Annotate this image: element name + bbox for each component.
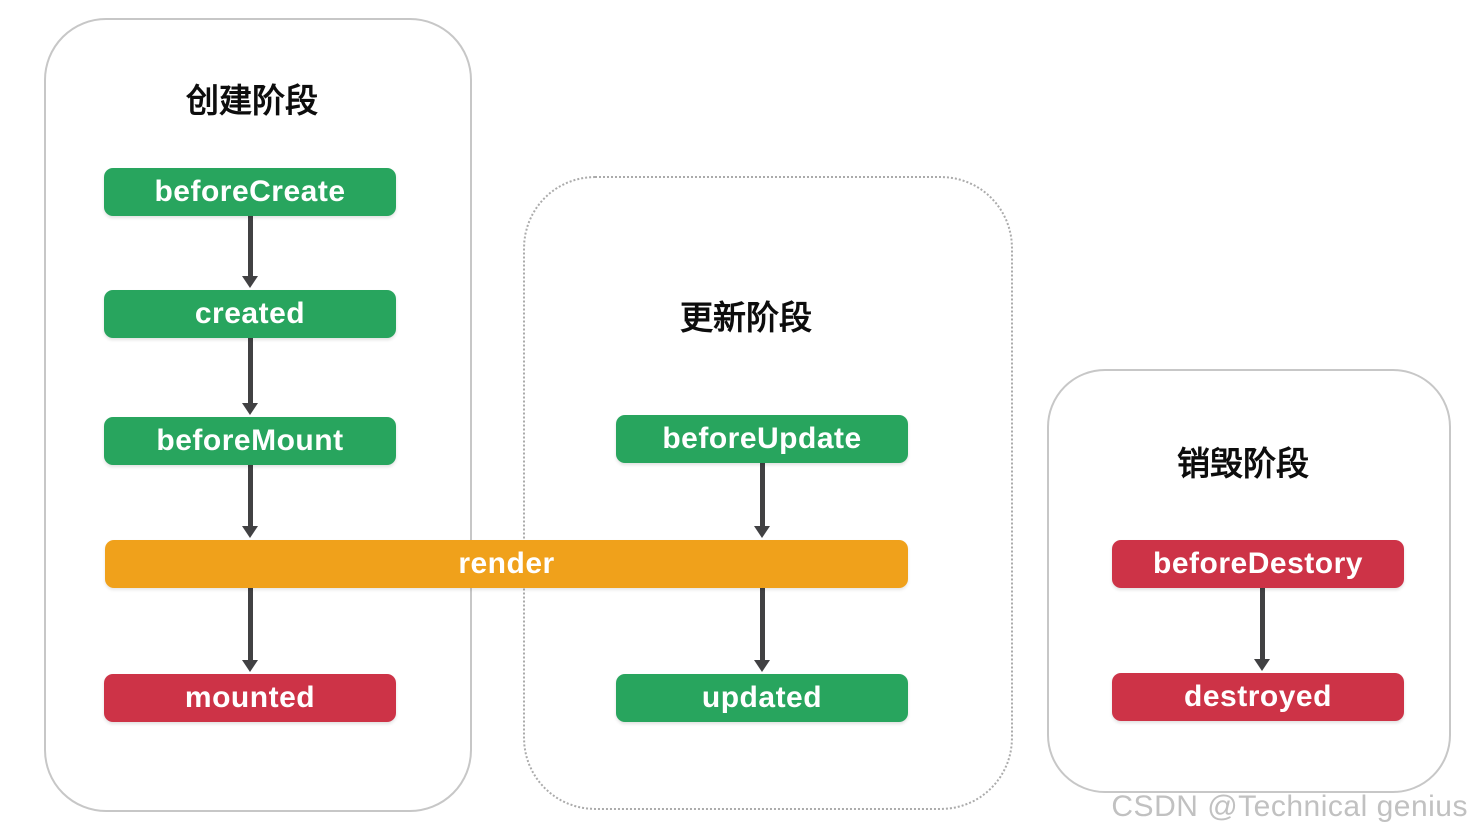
watermark-text: CSDN @Technical genius xyxy=(1111,790,1468,823)
phase-container-create xyxy=(44,18,472,812)
arrow-render-to-updated-icon xyxy=(754,586,770,672)
arrow-render-to-mounted-icon xyxy=(242,586,258,672)
arrow-beforecreate-to-created-icon xyxy=(242,214,258,288)
node-beforecreate: beforeCreate xyxy=(104,168,396,216)
node-beforemount: beforeMount xyxy=(104,417,396,465)
phase-title-create: 创建阶段 xyxy=(186,82,318,119)
arrow-created-to-beforemount-icon xyxy=(242,336,258,415)
node-beforedestory: beforeDestory xyxy=(1112,540,1404,588)
arrow-beforeupdate-to-render-icon xyxy=(754,461,770,538)
node-created: created xyxy=(104,290,396,338)
node-destroyed: destroyed xyxy=(1112,673,1404,721)
node-updated: updated xyxy=(616,674,908,722)
node-beforeupdate: beforeUpdate xyxy=(616,415,908,463)
render-bar: render xyxy=(105,540,908,588)
phase-title-destroy: 销毁阶段 xyxy=(1177,445,1309,482)
arrow-beforedestory-to-destroyed-icon xyxy=(1254,586,1270,671)
phase-title-update: 更新阶段 xyxy=(680,299,812,336)
phase-container-update xyxy=(523,176,1013,810)
arrow-beforemount-to-render-icon xyxy=(242,463,258,538)
phase-container-destroy xyxy=(1047,369,1451,793)
node-mounted: mounted xyxy=(104,674,396,722)
